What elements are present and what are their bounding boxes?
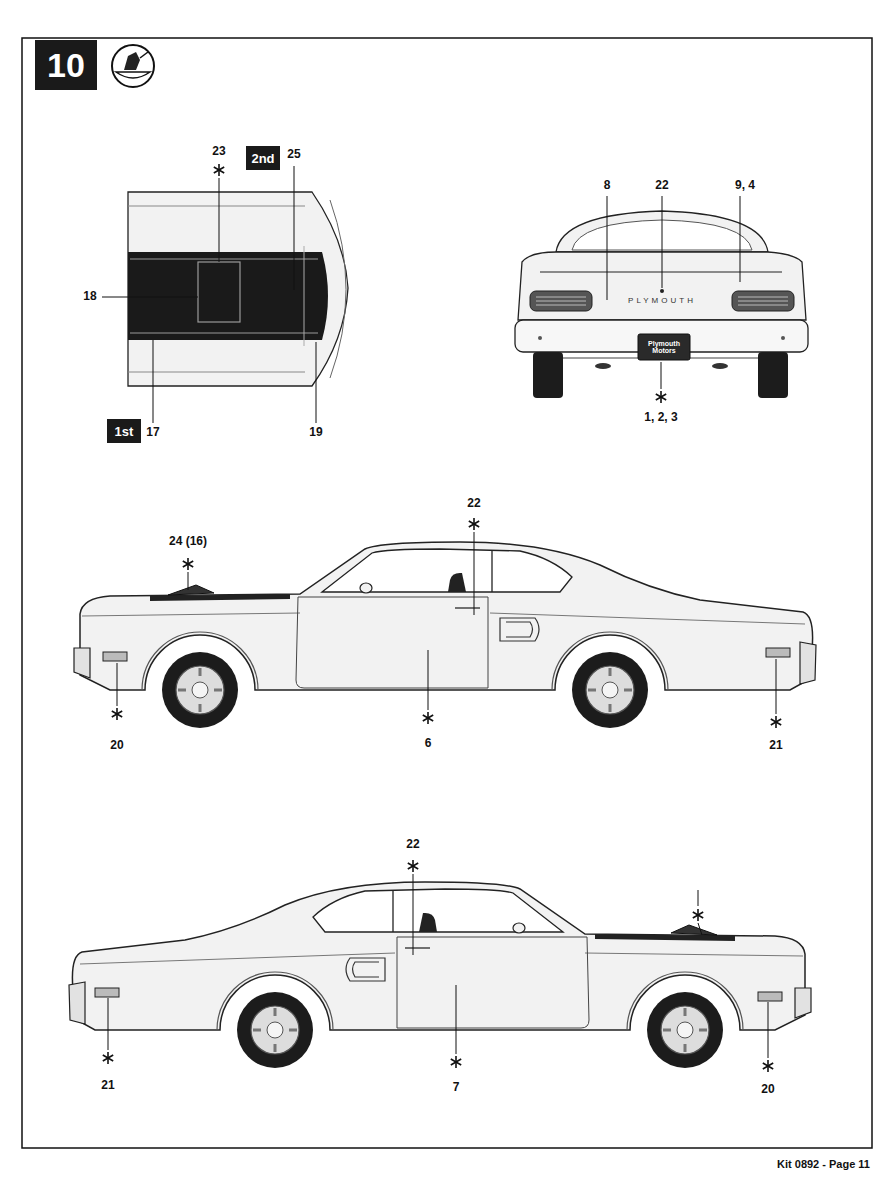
callout-number: 7 bbox=[453, 1081, 460, 1094]
callout-number: 22 bbox=[655, 179, 668, 192]
order-tag: 2nd bbox=[246, 146, 280, 170]
leader-lines bbox=[102, 166, 776, 1058]
page-footer: Kit 0892 - Page 11 bbox=[777, 1158, 870, 1170]
callout-number: 19 bbox=[309, 426, 322, 439]
callout-number: 1, 2, 3 bbox=[644, 411, 677, 424]
order-tag: 1st bbox=[107, 419, 141, 443]
callout-number: 21 bbox=[769, 739, 782, 752]
callout-number: 8 bbox=[604, 179, 611, 192]
callout-number: 21 bbox=[101, 1079, 114, 1092]
callout-number: 18 bbox=[83, 290, 96, 303]
callout-number: 24 (16) bbox=[169, 535, 207, 548]
asterisks bbox=[103, 164, 781, 1072]
callout-number: 9, 4 bbox=[735, 179, 755, 192]
callout-number: 23 bbox=[212, 145, 225, 158]
callout-number: 6 bbox=[425, 737, 432, 750]
page-frame bbox=[22, 38, 872, 1148]
step-number-box: 10 bbox=[35, 40, 97, 90]
decal-icon bbox=[112, 45, 154, 87]
callout-number: 25 bbox=[287, 148, 300, 161]
emblem-text: PLYMOUTH bbox=[628, 297, 696, 306]
callout-number: 22 bbox=[406, 838, 419, 851]
box-text: 1st bbox=[115, 425, 134, 438]
box-text: 2nd bbox=[251, 152, 274, 165]
callout-number: 17 bbox=[146, 426, 159, 439]
license-plate-text: Plymouth Motors bbox=[641, 340, 687, 354]
box-text: 10 bbox=[47, 48, 85, 82]
callout-number: 20 bbox=[110, 739, 123, 752]
callout-number: 20 bbox=[761, 1083, 774, 1096]
hood-top-view bbox=[128, 192, 348, 386]
side-view-left bbox=[74, 542, 816, 728]
side-view-right bbox=[69, 882, 811, 1068]
callout-number: 22 bbox=[467, 497, 480, 510]
